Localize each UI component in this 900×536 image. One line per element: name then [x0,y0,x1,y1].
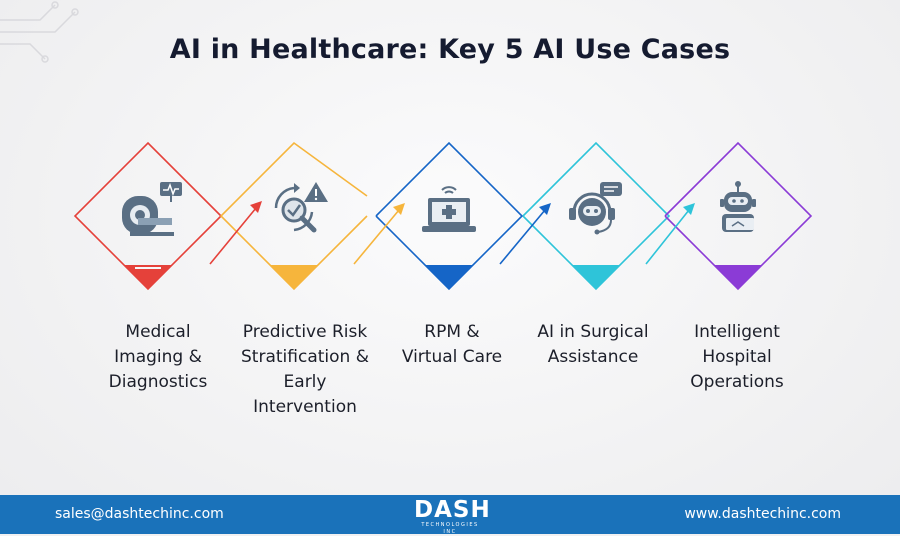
logo-main-text: DASH [414,497,491,523]
step-fill-1 [75,265,221,289]
connector-arrow-1 [209,201,262,265]
step-label-5: Intelligent Hospital Operations [690,322,784,392]
use-case-diagram [73,141,813,291]
footer-email-link[interactable]: sales@dashtechinc.com [55,506,224,522]
step-fill-3 [376,265,522,289]
step-fill-5 [665,265,811,289]
connector-arrow-2 [353,203,405,265]
mri-scanner-icon [122,182,182,236]
robot-laptop-icon [720,181,756,232]
dash-logo: DASH TECHNOLOGIES INC [414,497,491,536]
connector-arrow-4 [645,203,695,265]
step-label-4: AI in Surgical Assistance [537,322,649,367]
robot-headset-icon [569,182,622,235]
step-fill-2 [221,265,367,289]
step-label-2: Predictive Risk Stratification & Early I… [241,322,369,417]
step-label-1: Medical Imaging & Diagnostics [108,322,208,392]
page-title: AI in Healthcare: Key 5 AI Use Cases [169,34,731,65]
footer-bar: sales@dashtechinc.com DASH TECHNOLOGIES … [0,495,900,536]
logo-sub-text: TECHNOLOGIES INC [421,522,479,535]
step-fill-4 [523,265,669,289]
risk-search-icon [274,182,328,233]
laptop-medical-icon [422,186,476,232]
circuit-decoration [0,1,79,63]
connector-arrow-3 [499,203,551,265]
step-label-3: RPM & Virtual Care [401,322,503,367]
footer-website-link[interactable]: www.dashtechinc.com [684,506,841,522]
